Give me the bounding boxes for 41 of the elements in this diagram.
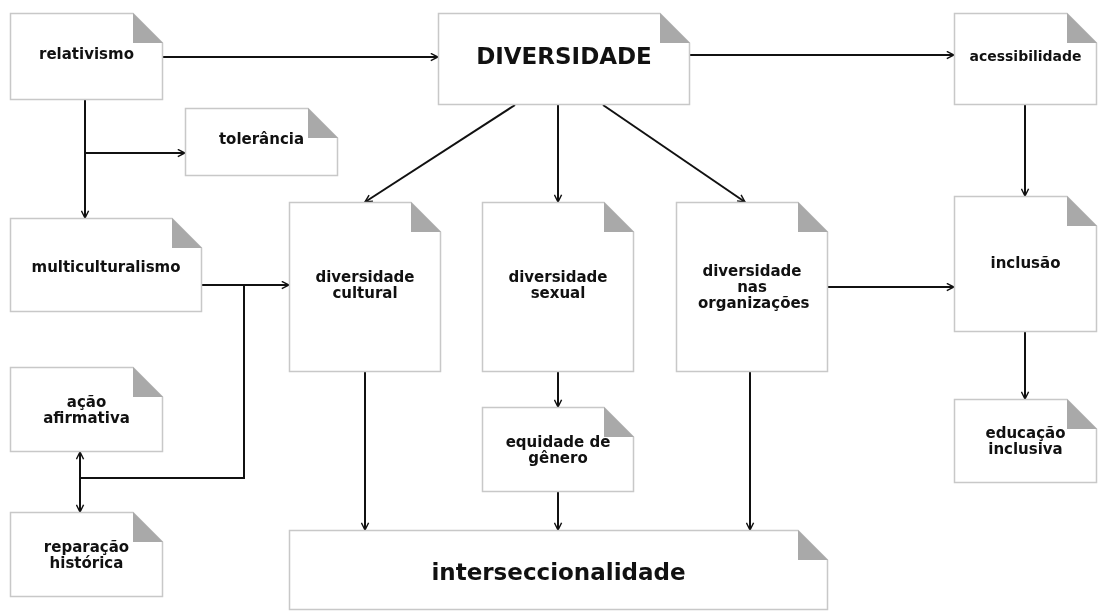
document-box [482, 202, 634, 372]
document-box [954, 13, 1097, 105]
document-box [10, 13, 163, 100]
document-box [482, 407, 634, 492]
node-label: diversidade sexual [507, 270, 609, 302]
node-label: relativismo [38, 47, 135, 63]
arrow [553, 104, 563, 203]
document-box [954, 399, 1097, 483]
node-label: acessibilidade [968, 49, 1083, 64]
document-box [438, 13, 690, 105]
arrow [360, 371, 370, 531]
arrow [1020, 104, 1030, 197]
document-box [289, 202, 441, 372]
arrow [689, 50, 955, 60]
node-label: ação afirmativa [42, 395, 131, 427]
document-box [289, 530, 828, 610]
node-label: DIVERSIDADE [475, 44, 653, 69]
document-box [185, 108, 338, 176]
document-box [676, 202, 828, 372]
arrow [745, 371, 755, 531]
node-label: educação inclusiva [984, 426, 1067, 458]
document-box [954, 196, 1097, 332]
node-label: diversidade cultural [314, 270, 416, 302]
arrow [553, 491, 563, 531]
arrow [162, 52, 439, 62]
node-label: interseccionalidade [430, 560, 687, 585]
arrow [80, 99, 90, 219]
document-box [10, 367, 163, 452]
arrow [602, 104, 746, 203]
node-label: equidade de gênero [504, 435, 612, 467]
node-label: multiculturalismo [30, 260, 182, 276]
arrow [364, 104, 516, 203]
document-box [10, 512, 163, 597]
node-label: tolerância [217, 132, 306, 148]
arrow [1020, 331, 1030, 400]
arrow [827, 282, 955, 292]
node-label: reparação histórica [42, 540, 131, 572]
document-box [10, 218, 202, 312]
node-label: inclusão [989, 256, 1062, 272]
arrow [553, 371, 563, 408]
node-label: diversidade nas organizações [697, 264, 811, 312]
